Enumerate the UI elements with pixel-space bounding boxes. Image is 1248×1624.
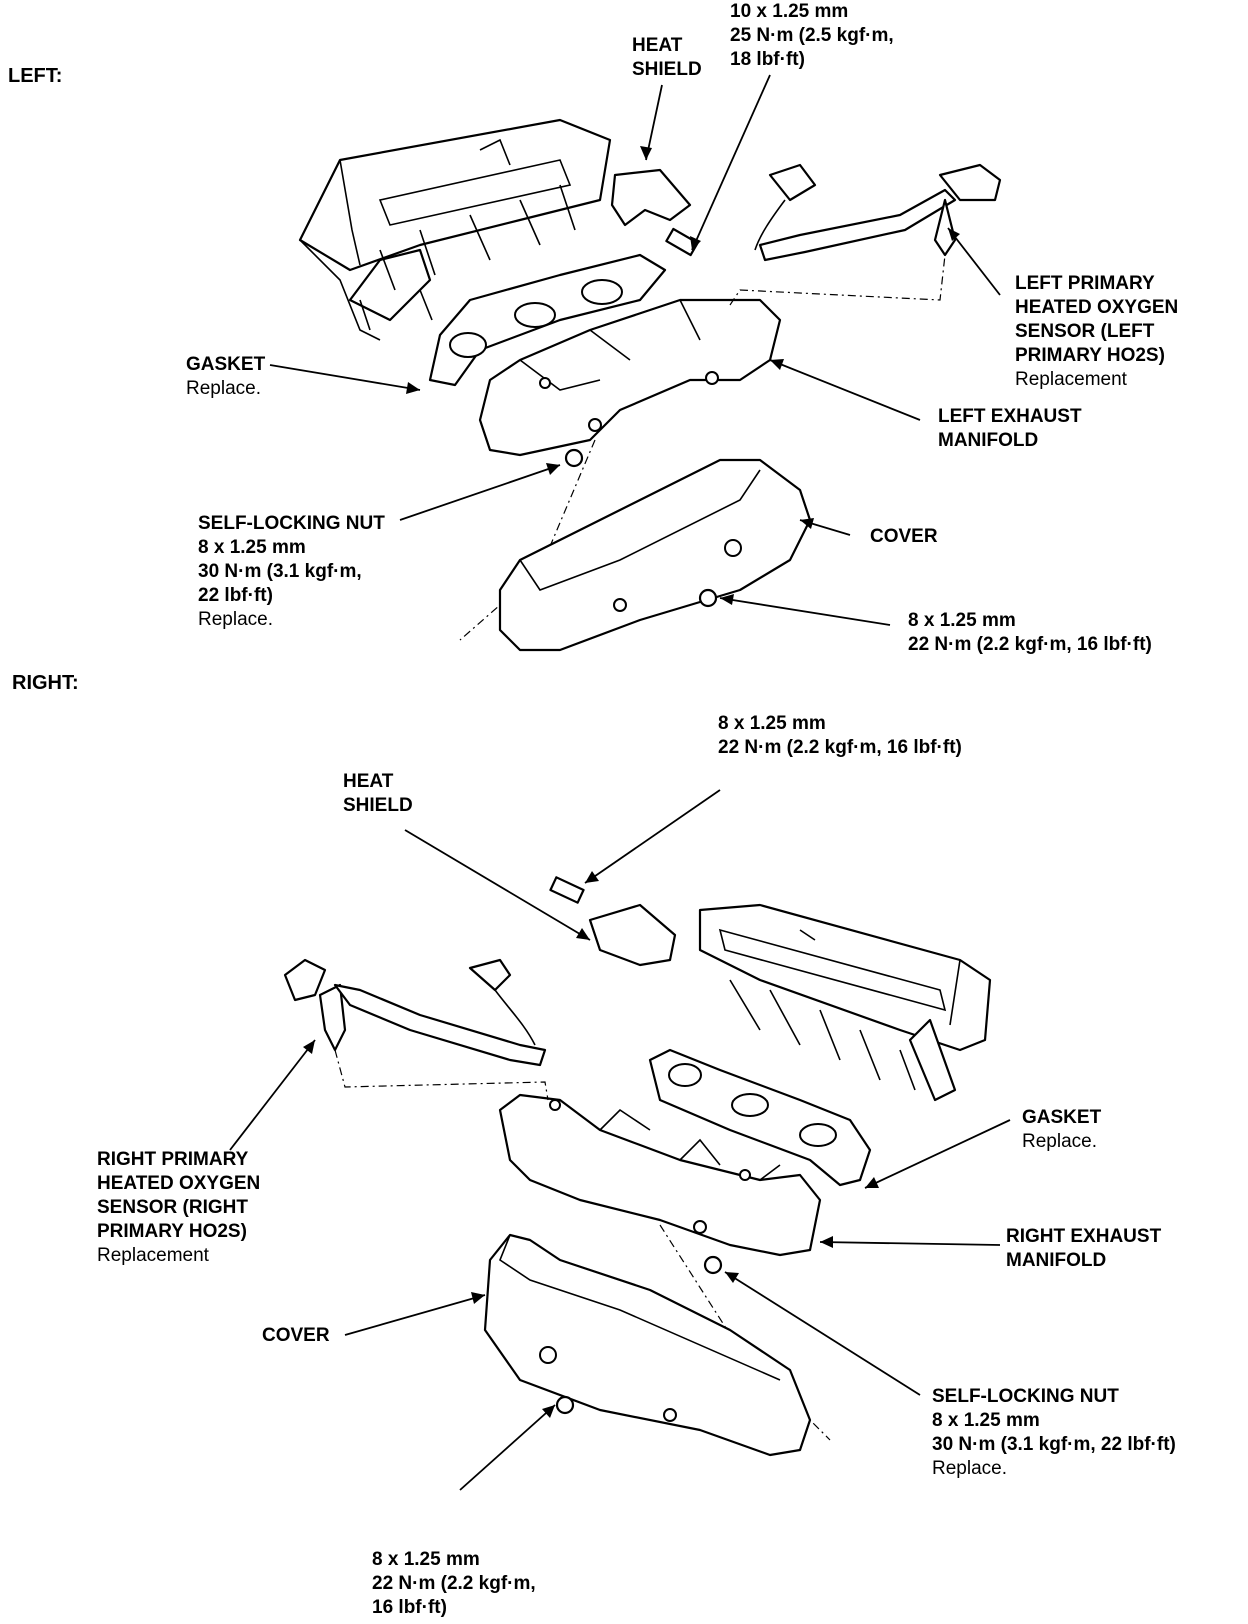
right-exhaust-manifold [498,1093,822,1257]
left-top-bolt-spec: 10 x 1.25 mm 25 N·m (2.5 kgf·m, 18 lbf·f… [730,1,894,70]
right-cover-bolt-spec: 8 x 1.25 mm 22 N·m (2.2 kgf·m, 16 lbf·ft… [372,1549,536,1618]
right-manifold-label: RIGHT EXHAUST MANIFOLD [1006,1226,1162,1271]
right-top-bolt-spec: 8 x 1.25 mm 22 N·m (2.2 kgf·m, 16 lbf·ft… [718,713,962,758]
left-heat-shield [610,168,692,227]
left-nut-label: SELF-LOCKING NUT 8 x 1.25 mm 30 N·m (3.1… [198,513,385,630]
right-nut-label: SELF-LOCKING NUT 8 x 1.25 mm 30 N·m (3.1… [932,1386,1176,1479]
right-leader-lines [229,789,1011,1491]
right-oxygen-sensor [283,958,547,1067]
right-top-bolt [549,876,585,904]
right-heat-shield [588,903,677,967]
right-sensor-label: RIGHT PRIMARY HEATED OXYGEN SENSOR (RIGH… [97,1149,261,1266]
left-cover-label: COVER [870,526,938,547]
left-cover [498,458,812,652]
left-cylinder-head [298,118,612,341]
right-cover [483,1233,812,1457]
left-gasket [428,253,667,387]
left-oxygen-sensor [754,163,1002,262]
left-cover-bolt [698,588,718,608]
right-studs [729,979,916,1091]
left-heat-shield-label: HEAT SHIELD [632,35,702,80]
left-manifold-label: LEFT EXHAUST MANIFOLD [938,406,1082,451]
left-sensor-label: LEFT PRIMARY HEATED OXYGEN SENSOR (LEFT … [1015,273,1179,390]
left-top-bolt [665,227,699,257]
left-dash-lines [459,254,946,641]
right-gasket [648,1048,872,1187]
right-heat-shield-label: HEAT SHIELD [343,771,413,816]
right-section-label: RIGHT: [12,672,79,694]
right-cylinder-head [698,903,992,1102]
left-leader-lines [269,74,1001,626]
left-self-locking-nut [564,448,584,468]
left-gasket-label: GASKET Replace. [186,354,266,399]
left-cover-bolt-spec: 8 x 1.25 mm 22 N·m (2.2 kgf·m, 16 lbf·ft… [908,610,1152,655]
right-self-locking-nut [703,1255,723,1275]
right-cover-label: COVER [262,1325,330,1346]
right-cover-bolt [555,1395,575,1415]
right-gasket-label: GASKET Replace. [1022,1107,1102,1152]
left-section-label: LEFT: [8,65,63,87]
left-studs [359,184,576,331]
